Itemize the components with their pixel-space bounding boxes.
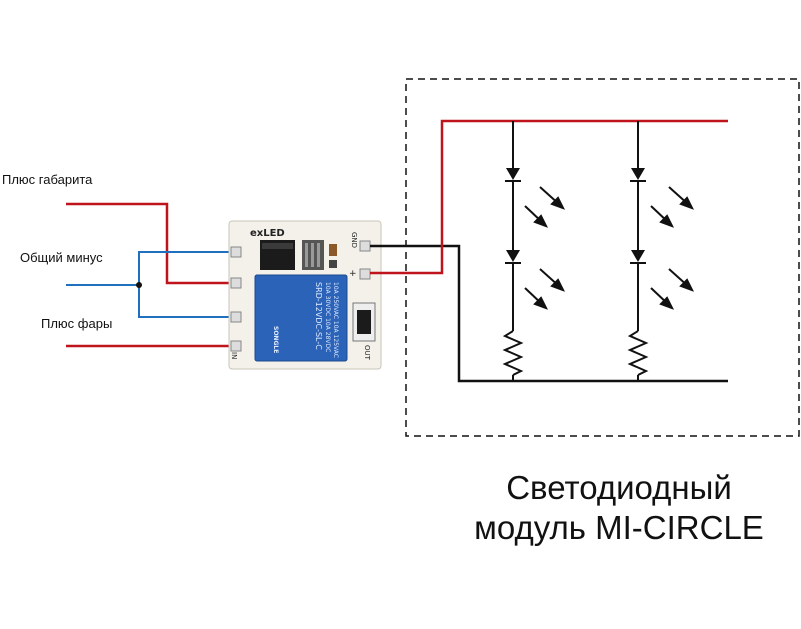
relay-rating-1: 10A 250VAC 10A 125VAC: [332, 282, 339, 358]
pin-gnd-label: GND: [350, 232, 358, 248]
resistor-string-2: [627, 330, 649, 376]
module-boundary: [405, 78, 800, 437]
led-2a: [631, 168, 645, 180]
module-title-line2: модуль MI-CIRCLE: [474, 509, 764, 546]
label-common-minus: Общий минус: [20, 250, 103, 265]
led-string-1: [502, 121, 566, 381]
pin-out-label: OUT: [363, 345, 371, 361]
relay-board: exLED SRD-12VDC-SL-C 10A 250VAC 10A 125V…: [228, 220, 382, 370]
out-connector-slot: [357, 310, 371, 334]
module-title-line1: Светодиодный: [506, 469, 732, 506]
light-arrows-2b: [650, 268, 695, 310]
common-minus-branch-bottom: [138, 285, 233, 318]
led-string-2: [627, 121, 695, 381]
pin-b: [311, 243, 314, 267]
led-2b: [631, 250, 645, 262]
transistor-tab: [262, 243, 293, 249]
relay-model: SRD-12VDC-SL-C: [314, 282, 323, 350]
pin-in-label: IN: [230, 352, 238, 359]
label-headlight-plus: Плюс фары: [41, 316, 112, 331]
relay-rating-2: 10A 30VDC 10A 28VDC: [324, 282, 331, 352]
pin-plus-label: +: [349, 269, 357, 279]
light-arrows-1b: [524, 268, 566, 310]
led-1b: [506, 250, 520, 262]
capacitor-1: [329, 244, 337, 256]
resistor-string-1: [502, 330, 524, 376]
led-1a: [506, 168, 520, 180]
parking-plus-wire: [66, 202, 233, 285]
light-arrows-1a: [524, 186, 566, 228]
pin-a: [305, 243, 308, 267]
label-parking-plus: Плюс габарита: [2, 172, 93, 187]
board-brand: exLED: [250, 228, 285, 239]
relay: [254, 274, 348, 362]
gnd-output-wire: [370, 244, 728, 383]
relay-maker: SONGLE: [272, 326, 279, 353]
input-wires: [66, 202, 233, 348]
plus-output-wire: [370, 119, 728, 275]
light-arrows-2a: [650, 186, 695, 228]
minus-junction-dot: [136, 282, 142, 288]
common-minus-branch-top: [138, 251, 233, 285]
pin-c: [317, 243, 320, 267]
resistor-1: [329, 260, 337, 268]
left-terminals: [230, 246, 242, 352]
relay-print: SRD-12VDC-SL-C 10A 250VAC 10A 125VAC 10A…: [272, 282, 339, 358]
